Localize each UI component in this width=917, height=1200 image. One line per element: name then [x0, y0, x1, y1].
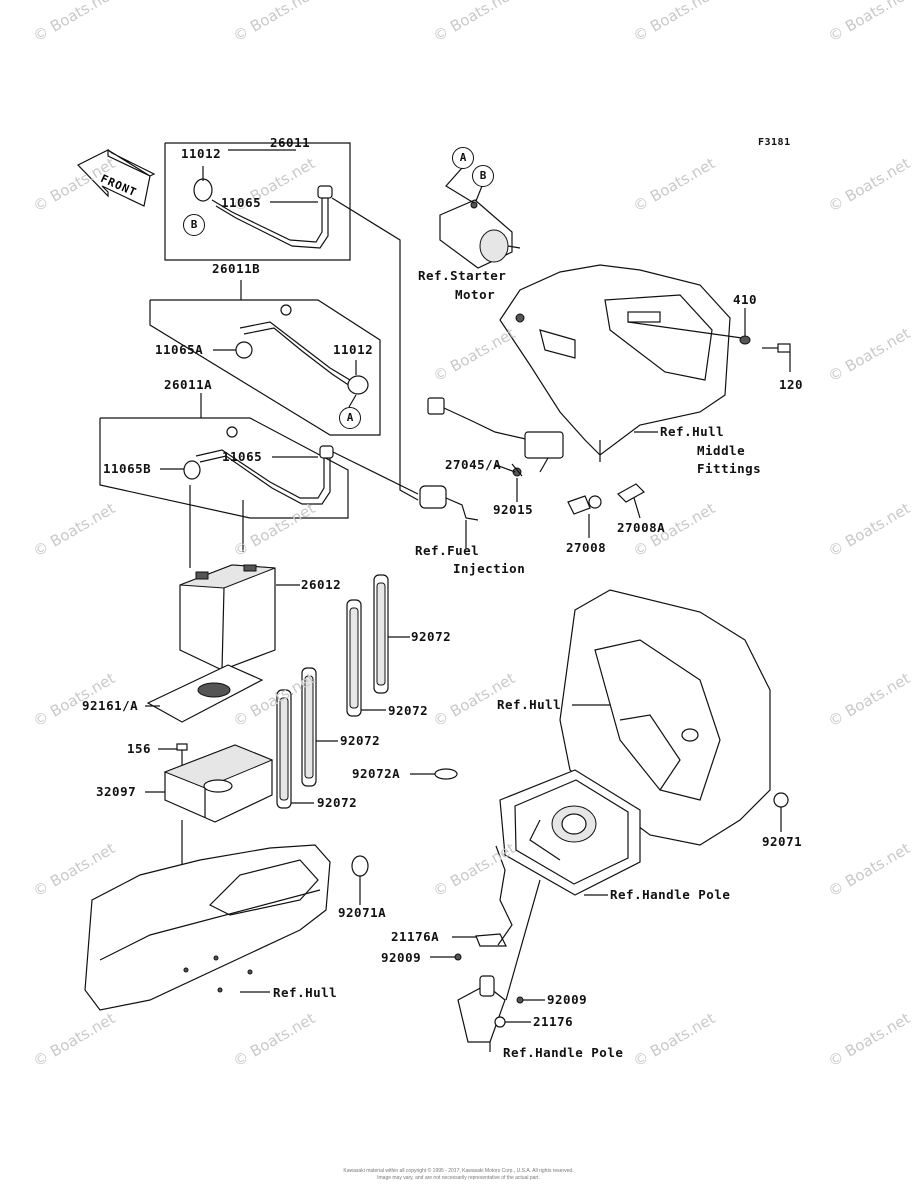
- leader-starter-A: [445, 167, 475, 204]
- hull-right: [559, 589, 771, 846]
- callout-a: A: [452, 147, 474, 169]
- part-label-11065B[interactable]: 11065B: [103, 461, 152, 476]
- leader-11065-mid-to-fuel: [332, 451, 419, 495]
- hull-left: [84, 844, 331, 1011]
- sensor-27045: [427, 397, 564, 473]
- battery-cable-26011A: [183, 426, 334, 505]
- part-label-11065[interactable]: 11065: [222, 449, 263, 464]
- ref-label-hull-right[interactable]: Ref.Hull: [497, 697, 562, 712]
- part-label-92071A[interactable]: 92071A: [338, 905, 387, 920]
- handle-pole-plate: [499, 769, 641, 896]
- nut-21176: [494, 1016, 506, 1028]
- callout-b: B: [472, 165, 494, 187]
- leader-starter-B: [475, 185, 483, 202]
- part-label-92072[interactable]: 92072: [411, 629, 452, 644]
- strap-92072-2: [346, 599, 362, 717]
- washer-410: [739, 335, 751, 345]
- battery-tray-plate-92161: [146, 664, 264, 723]
- part-label-120[interactable]: 120: [779, 377, 804, 392]
- ref-label-fuel-injection[interactable]: Ref.Fuel: [415, 543, 480, 558]
- leader-410: [627, 321, 743, 339]
- grommet-92072A: [434, 768, 458, 780]
- strap-92072-4: [276, 689, 292, 809]
- battery-cable-26011B: [235, 304, 369, 395]
- ref-label-hull-left[interactable]: Ref.Hull: [273, 985, 338, 1000]
- starter-motor: [439, 199, 521, 269]
- figure-code: F3181: [758, 137, 791, 148]
- battery-26012: [179, 564, 276, 671]
- handle-pole-lower: [457, 975, 506, 1043]
- part-label-11065A[interactable]: 11065A: [155, 342, 204, 357]
- part-label-92161A[interactable]: 92161/A: [82, 698, 139, 713]
- key-27008A: [617, 483, 645, 503]
- callout-b: B: [183, 214, 205, 236]
- front-arrow-icon: [76, 149, 156, 207]
- part-label-26011A[interactable]: 26011A: [164, 377, 213, 392]
- part-label-27008[interactable]: 27008: [566, 540, 607, 555]
- part-label-156[interactable]: 156: [127, 741, 152, 756]
- part-label-26011[interactable]: 26011: [270, 135, 311, 150]
- ref-label-starter-motor[interactable]: Ref.Starter: [418, 268, 507, 283]
- leader-11065-to-fuel: [331, 197, 419, 501]
- strap-92072-3: [301, 667, 317, 787]
- copyright-footer-line2: Image may vary, and are not necessarily …: [377, 1175, 540, 1181]
- part-label-26012[interactable]: 26012: [301, 577, 342, 592]
- part-label-92072A[interactable]: 92072A: [352, 766, 401, 781]
- part-label-92009[interactable]: 92009: [547, 992, 588, 1007]
- part-label-92072[interactable]: 92072: [317, 795, 358, 810]
- screw-92009-right: [516, 996, 524, 1004]
- clamp-21176A: [475, 933, 507, 947]
- ref-label-handle-pole-lower[interactable]: Ref.Handle Pole: [503, 1045, 624, 1060]
- part-label-92009[interactable]: 92009: [381, 950, 422, 965]
- cap-92071: [773, 792, 789, 808]
- key-27008: [567, 495, 602, 515]
- strap-92072-1: [373, 574, 389, 694]
- part-label-21176A[interactable]: 21176A: [391, 929, 440, 944]
- group-box-26011A: [99, 417, 349, 519]
- part-label-92015[interactable]: 92015: [493, 502, 534, 517]
- group-box-26011B: [149, 299, 381, 436]
- part-label-26011B[interactable]: 26011B: [212, 261, 261, 276]
- wire-21176A: [495, 845, 513, 946]
- hull-middle-fitting: [499, 264, 731, 456]
- leader-handle-down: [505, 879, 541, 1001]
- screw-92009-left: [454, 953, 462, 961]
- ref-label-handle-pole[interactable]: Ref.Handle Pole: [610, 887, 731, 902]
- cap-92071A: [351, 855, 369, 877]
- fuel-injection-part: [419, 485, 479, 521]
- part-label-27045A[interactable]: 27045/A: [445, 457, 502, 472]
- part-label-27008A[interactable]: 27008A: [617, 520, 666, 535]
- part-label-11012[interactable]: 11012: [181, 146, 222, 161]
- part-label-92072[interactable]: 92072: [340, 733, 381, 748]
- part-label-11012[interactable]: 11012: [333, 342, 374, 357]
- ref-label-hull-middle-line3[interactable]: Fittings: [697, 461, 762, 476]
- part-label-92071[interactable]: 92071: [762, 834, 803, 849]
- part-label-410[interactable]: 410: [733, 292, 758, 307]
- ref-label-fuel-injection-line2[interactable]: Injection: [453, 561, 526, 576]
- leader-lines: [145, 149, 791, 1052]
- battery-cable-26011: [193, 178, 333, 249]
- copyright-footer: Kawasaki material within all copyright ©…: [343, 1168, 574, 1174]
- ref-label-hull-middle[interactable]: Ref.Hull: [660, 424, 725, 439]
- part-label-32097[interactable]: 32097: [96, 784, 137, 799]
- group-box-26011: [164, 142, 351, 261]
- battery-case-32097: [163, 744, 274, 823]
- part-label-11065[interactable]: 11065: [221, 195, 262, 210]
- ref-label-hull-middle-line2[interactable]: Middle: [697, 443, 746, 458]
- bolt-120: [762, 343, 791, 353]
- part-label-21176[interactable]: 21176: [533, 1014, 574, 1029]
- callout-a: A: [339, 407, 361, 429]
- ref-label-starter-motor-line2[interactable]: Motor: [455, 287, 496, 302]
- nut-92015: [512, 467, 522, 477]
- part-label-92072[interactable]: 92072: [388, 703, 429, 718]
